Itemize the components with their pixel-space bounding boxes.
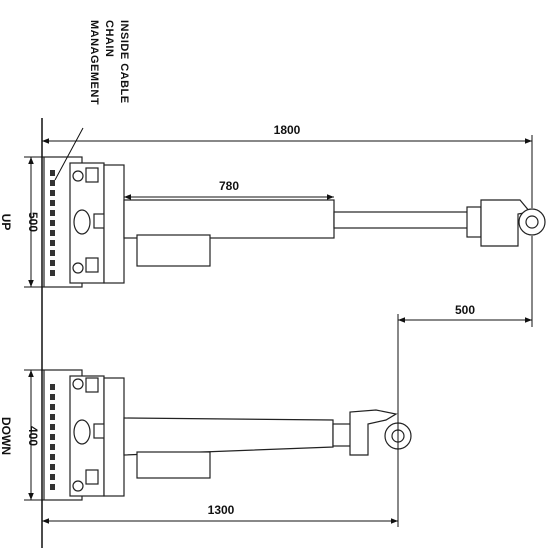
down-cable-chain	[50, 384, 55, 490]
down-actuator-motor	[136, 451, 211, 479]
dim-1800-label: 1800	[274, 123, 301, 137]
dim-500-up-label: 500	[26, 212, 40, 232]
annotation-line-1: INSIDE CABLE	[118, 20, 130, 104]
dim-1300-label: 1300	[208, 503, 235, 517]
up-piston-rod	[333, 211, 470, 229]
annotation-line-3: MANAGEMENT	[88, 20, 100, 105]
down-pivot-housing	[103, 377, 125, 497]
up-cable-chain	[50, 170, 55, 276]
annotation-leader	[54, 127, 84, 181]
dim-500-travel-label: 500	[455, 303, 475, 317]
state-down-label: DOWN	[0, 417, 13, 455]
dimension-lines	[24, 127, 533, 527]
up-end-clamp	[466, 206, 482, 238]
dim-780-label: 780	[219, 179, 239, 193]
annotation-text: INSIDE CABLE CHAIN MANAGEMENT	[88, 20, 130, 105]
state-up-label: UP	[0, 214, 13, 231]
up-pivot-housing	[103, 164, 125, 284]
up-assembly	[43, 156, 546, 288]
down-assembly	[43, 369, 412, 501]
down-end-clamp	[349, 409, 398, 456]
dim-400-label: 400	[26, 426, 40, 446]
annotation-line-2: CHAIN	[103, 20, 115, 57]
up-actuator-body	[123, 199, 335, 239]
up-actuator-motor	[136, 234, 211, 267]
down-actuator-body	[123, 417, 334, 456]
